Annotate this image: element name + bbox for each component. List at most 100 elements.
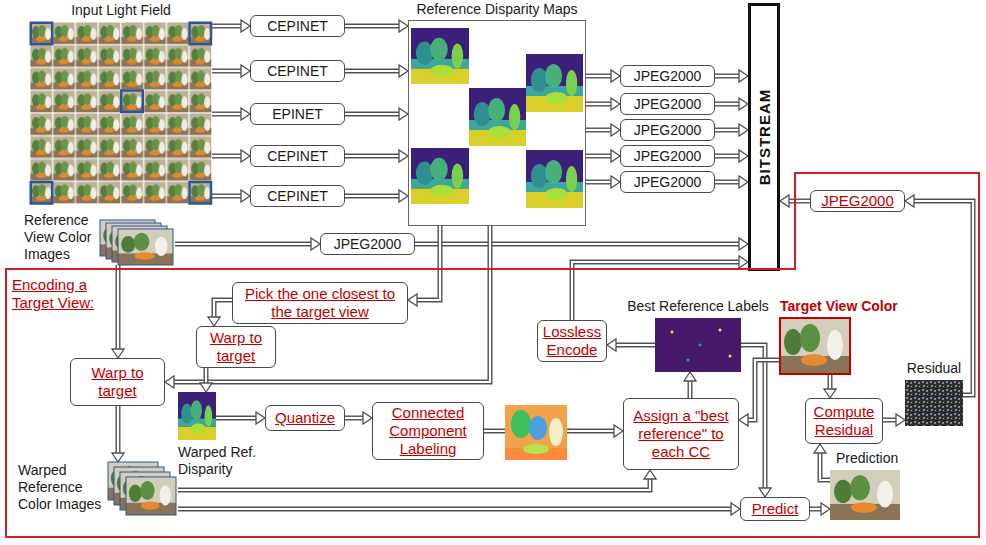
region-border	[6, 173, 979, 537]
arrow-core	[345, 155, 399, 157]
node-label: JPEG2000	[625, 68, 710, 84]
arrow-core	[586, 103, 611, 105]
arrow-head	[644, 470, 656, 479]
connected-components-image	[505, 405, 567, 460]
arrow-connector	[586, 176, 620, 188]
arrow-outline	[586, 128, 611, 133]
arrow-heads	[363, 412, 372, 424]
region-outline	[5, 172, 980, 538]
arrow-heads	[611, 176, 620, 188]
arrow-connector	[586, 124, 620, 136]
warped-disparity-image	[178, 392, 216, 440]
arrow-head	[731, 503, 740, 515]
arrow-outline	[586, 74, 611, 79]
arrow-outline	[178, 507, 731, 512]
arrow-head	[165, 376, 174, 388]
arrow-heads	[739, 98, 748, 110]
arrow-core	[810, 508, 821, 510]
arrow-outline	[715, 128, 739, 133]
node-label: JPEG2000	[325, 236, 410, 252]
arrow-head	[408, 294, 417, 306]
process-box: JPEG2000	[620, 145, 715, 167]
arrow-connector	[345, 412, 372, 424]
arrow-connector	[345, 65, 408, 77]
arrow-outline	[748, 360, 780, 420]
process-box: Connected Component Labeling	[372, 402, 484, 460]
arrow-outline	[345, 154, 399, 159]
arrow-core	[883, 419, 896, 421]
arrow-core	[175, 243, 311, 245]
arrow-connector	[715, 176, 748, 188]
arrow-outline	[212, 194, 241, 199]
arrow-heads	[644, 470, 656, 479]
process-box: Lossless Encode	[537, 320, 607, 362]
arrow-connector	[216, 412, 265, 424]
arrow-head	[611, 124, 620, 136]
process-box: CEPINET	[250, 145, 345, 167]
node-label: CEPINET	[255, 63, 340, 79]
arrow-outline	[828, 374, 833, 389]
node-label: Prediction	[836, 450, 898, 467]
best-reference-labels-image	[655, 318, 741, 372]
arrow-outline	[212, 24, 241, 29]
arrow-connector	[814, 444, 830, 480]
arrow-outline	[345, 416, 363, 421]
arrow-core	[117, 406, 119, 453]
node-label: Connected Component Labeling	[373, 404, 483, 458]
arrow-core	[117, 265, 119, 349]
arrow-core	[345, 113, 399, 115]
node-label: Warped Reference Color Images	[18, 462, 104, 512]
arrow-connector	[212, 65, 250, 77]
arrow-connector	[208, 300, 232, 326]
arrow-connector	[200, 368, 212, 392]
arrow-core	[345, 417, 363, 419]
arrow-head	[739, 70, 748, 82]
arrow-connector	[586, 150, 620, 162]
arrow-heads	[241, 150, 250, 162]
arrow-outline	[820, 453, 830, 480]
process-box: JPEG2000	[810, 190, 905, 212]
process-box: JPEG2000	[620, 171, 715, 193]
arrow-connector	[345, 150, 408, 162]
arrow-heads	[759, 488, 771, 497]
node-label: Best Reference Labels	[627, 298, 769, 315]
arrow-heads	[739, 238, 748, 250]
node-label: Warped Ref. Disparity	[178, 444, 270, 478]
arrow-core	[216, 417, 256, 419]
arrow-connector	[883, 414, 905, 426]
arrow-heads	[821, 503, 830, 515]
arrow-outline	[212, 69, 241, 74]
arrow-core	[178, 508, 731, 510]
arrow-heads	[399, 108, 408, 120]
arrow-head	[399, 190, 408, 202]
arrow-head	[241, 108, 250, 120]
node-label: CEPINET	[255, 18, 340, 34]
arrow-core	[715, 181, 739, 183]
node-label: Assign a "best reference" to each CC	[624, 407, 738, 461]
arrow-connector	[165, 226, 490, 388]
arrow-heads	[684, 372, 696, 381]
arrow-connector	[739, 360, 780, 426]
arrow-connector	[178, 470, 656, 490]
arrow-connector	[415, 238, 748, 250]
arrow-head	[399, 150, 408, 162]
arrow-outline	[204, 368, 209, 383]
arrow-outline	[216, 416, 256, 421]
image-node: Residual	[905, 380, 963, 426]
node-label: JPEG2000	[625, 122, 710, 138]
process-box: JPEG2000	[620, 93, 715, 115]
arrow-head	[614, 425, 623, 437]
arrow-head	[112, 453, 124, 462]
arrow-outline	[212, 154, 241, 159]
arrow-heads	[731, 503, 740, 515]
target-view-image	[780, 318, 850, 374]
arrow-core	[715, 129, 739, 131]
arrow-core	[212, 155, 241, 157]
arrow-outline	[212, 112, 241, 117]
process-box: EPINET	[250, 103, 345, 125]
process-box: Quantize	[265, 405, 345, 431]
node-label: JPEG2000	[625, 96, 710, 112]
process-box: Predict	[740, 497, 810, 521]
arrow-head	[759, 488, 771, 497]
light-field-grid	[30, 22, 212, 204]
